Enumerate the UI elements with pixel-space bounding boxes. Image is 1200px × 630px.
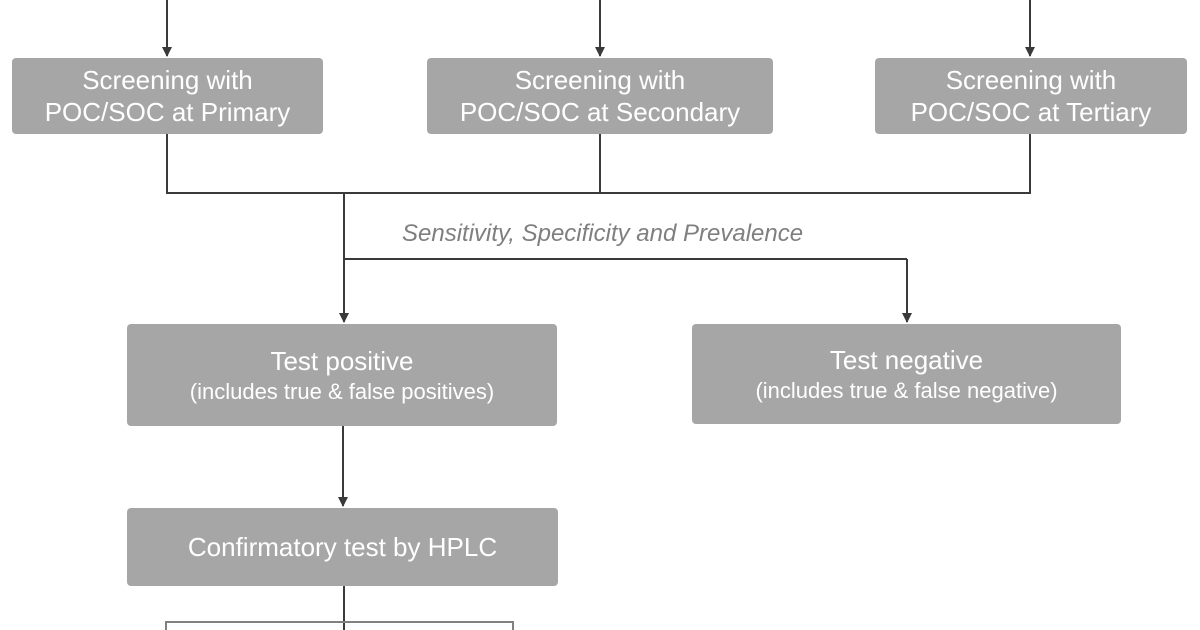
screening-tertiary-line2: POC/SOC at Tertiary [910,97,1152,127]
test-positive-title: Test positive [270,346,414,376]
test-negative-title: Test negative [829,345,984,375]
confirmatory-test-box: Confirmatory test by HPLC [127,508,558,586]
screening-primary-line1: Screening with [82,64,253,95]
test-negative-box: Test negative (includes true & false neg… [692,324,1121,424]
test-positive-detail: (includes true & false positives) [189,378,495,404]
test-positive-box: Test positive (includes true & false pos… [127,324,557,426]
screening-secondary-line1: Screening with [514,64,686,95]
split-criteria-label: Sensitivity, Specificity and Prevalence [402,220,804,247]
test-negative-detail: (includes true & false negative) [755,377,1058,403]
screening-primary-box: Screening with POC/SOC at Primary [12,58,323,134]
screening-tertiary-line1: Screening with [945,64,1117,95]
screening-tertiary-box: Screening with POC/SOC at Tertiary [875,58,1187,134]
screening-secondary-box: Screening with POC/SOC at Secondary [427,58,773,134]
screening-secondary-line2: POC/SOC at Secondary [459,97,741,127]
confirmatory-test-label: Confirmatory test by HPLC [187,531,498,562]
screening-primary-line2: POC/SOC at Primary [44,97,291,127]
next-box-outline [165,621,514,630]
